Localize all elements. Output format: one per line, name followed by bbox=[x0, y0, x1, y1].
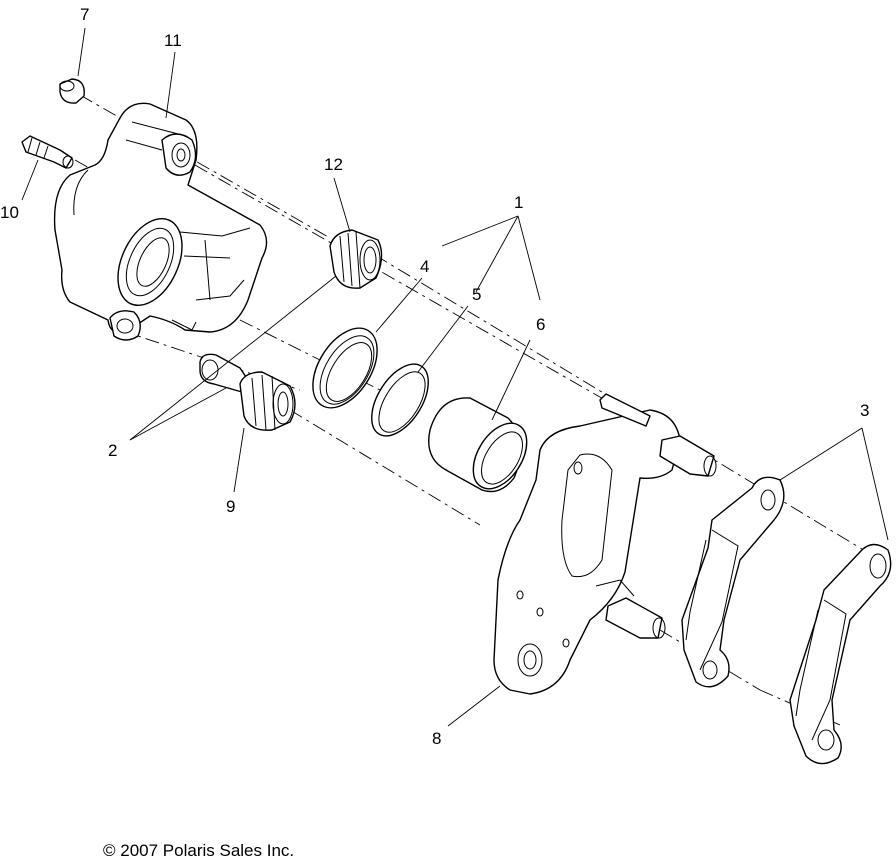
callout-7: 7 bbox=[80, 5, 89, 24]
callout-3: 3 bbox=[860, 401, 869, 420]
callout-1: 1 bbox=[514, 193, 523, 212]
part-10-bleeder-screw bbox=[21, 135, 74, 169]
part-9-pin-boot bbox=[239, 371, 296, 431]
callout-labels: 7 11 10 12 1 4 5 6 2 9 3 8 bbox=[0, 5, 869, 748]
part-12-pin-boot bbox=[329, 229, 383, 289]
callout-2: 2 bbox=[108, 441, 117, 460]
copyright-notice: © 2007 Polaris Sales Inc. bbox=[103, 841, 295, 860]
part-5-piston-seal bbox=[371, 363, 429, 437]
part-11-caliper-body bbox=[53, 102, 268, 341]
part-8-caliper-bracket bbox=[493, 393, 717, 695]
callout-10: 10 bbox=[0, 203, 19, 222]
callout-9: 9 bbox=[226, 497, 235, 516]
callout-5: 5 bbox=[472, 285, 481, 304]
callout-6: 6 bbox=[536, 315, 545, 334]
part-6-piston bbox=[428, 397, 528, 493]
part-3-brake-pad-rear bbox=[789, 543, 892, 765]
leader-lines bbox=[21, 27, 889, 727]
part-7-bleeder-cap bbox=[59, 78, 85, 104]
callout-4: 4 bbox=[420, 257, 429, 276]
part-4-dust-seal bbox=[312, 327, 378, 409]
callout-12: 12 bbox=[324, 155, 343, 174]
callout-8: 8 bbox=[432, 729, 441, 748]
callout-11: 11 bbox=[164, 31, 182, 50]
part-3-brake-pad-front bbox=[681, 476, 785, 688]
